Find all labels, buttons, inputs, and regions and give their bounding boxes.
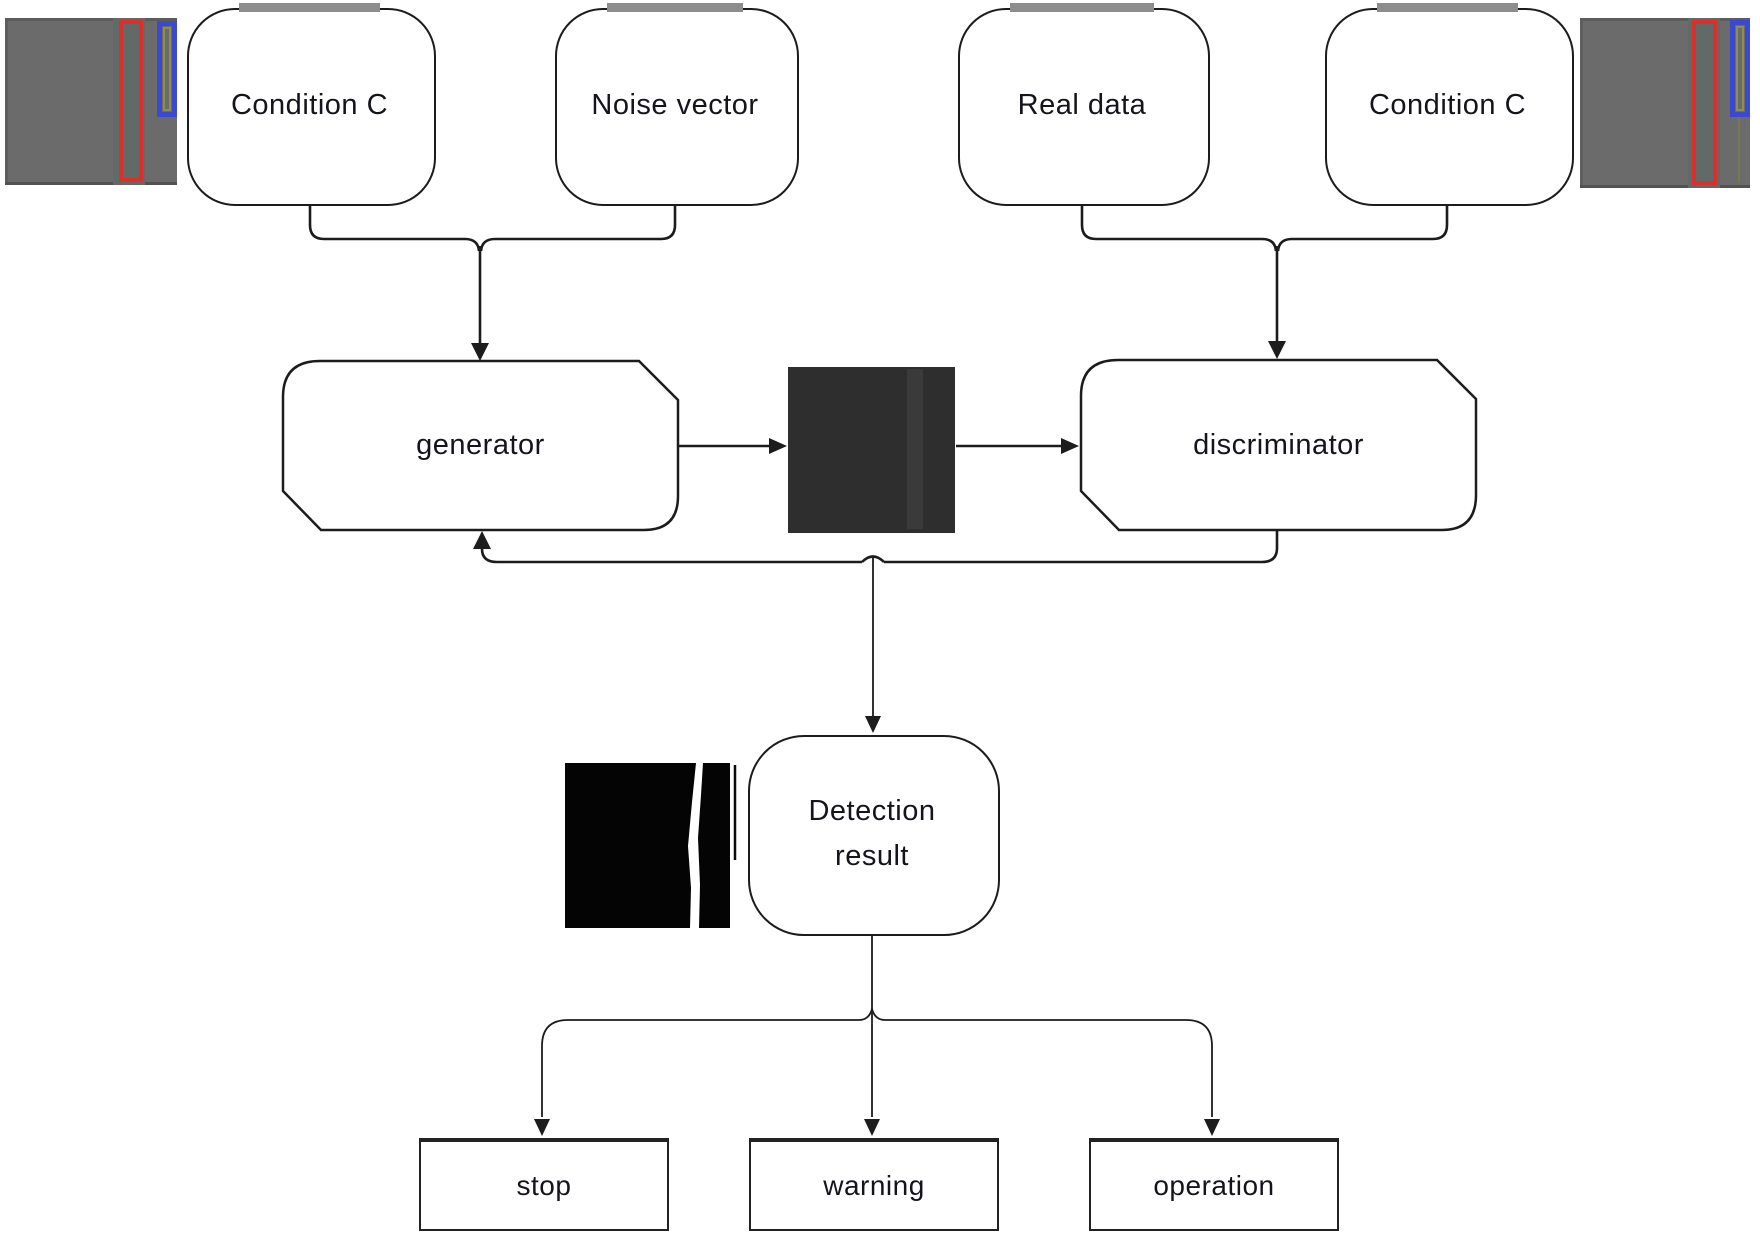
output-node-operation: operation — [1089, 1138, 1339, 1231]
generator-label: generator — [416, 429, 545, 461]
annotation-blue-box — [1730, 20, 1750, 117]
annotation-olive-line — [1738, 117, 1740, 183]
discriminator-shape — [1079, 358, 1478, 532]
input-node-noise-vector — [555, 8, 799, 206]
input-node-real-data — [958, 8, 1210, 206]
annotation-blue-box — [157, 21, 177, 117]
annotation-olive-box — [163, 27, 171, 111]
annotation-olive-box — [1736, 26, 1744, 111]
generated-image-streak — [907, 369, 923, 529]
annotation-red-box — [119, 20, 143, 182]
sample-image-top-left — [5, 18, 177, 185]
top-edge-artifact — [1377, 3, 1518, 12]
condition-c-left-label: Condition C — [230, 88, 389, 121]
noise-vector-label: Noise vector — [591, 88, 759, 121]
defect-result-image — [565, 763, 737, 928]
discriminator-label: discriminator — [1193, 428, 1364, 461]
generated-image — [788, 367, 955, 533]
gray-sample-surface — [1580, 18, 1750, 188]
annotation-red-box — [1692, 20, 1717, 185]
sample-image-top-right — [1580, 18, 1750, 188]
detection-result-label: Detection result — [748, 735, 996, 932]
detection-result-node — [748, 735, 1000, 936]
detection-result-line1: Detection — [808, 794, 936, 827]
thin-connector-lines — [541, 556, 1213, 1117]
arrowheads — [471, 341, 1286, 1136]
condition-c-right-label: Condition C — [1368, 88, 1527, 121]
stop-label: stop — [516, 1169, 572, 1201]
connector-lines — [308, 203, 1449, 564]
detection-result-line2: result — [835, 839, 909, 872]
gray-sample-surface — [5, 18, 177, 185]
real-data-label: Real data — [1017, 88, 1147, 121]
operation-label: operation — [1153, 1169, 1275, 1201]
top-edge-artifact — [239, 3, 380, 12]
top-edge-artifact — [607, 3, 743, 12]
output-node-warning: warning — [749, 1138, 999, 1231]
top-edge-artifact — [1010, 3, 1154, 12]
generator-shape — [281, 359, 680, 532]
output-node-stop: stop — [419, 1138, 669, 1231]
warning-label: warning — [823, 1169, 925, 1201]
input-node-condition-c-left — [187, 8, 436, 206]
